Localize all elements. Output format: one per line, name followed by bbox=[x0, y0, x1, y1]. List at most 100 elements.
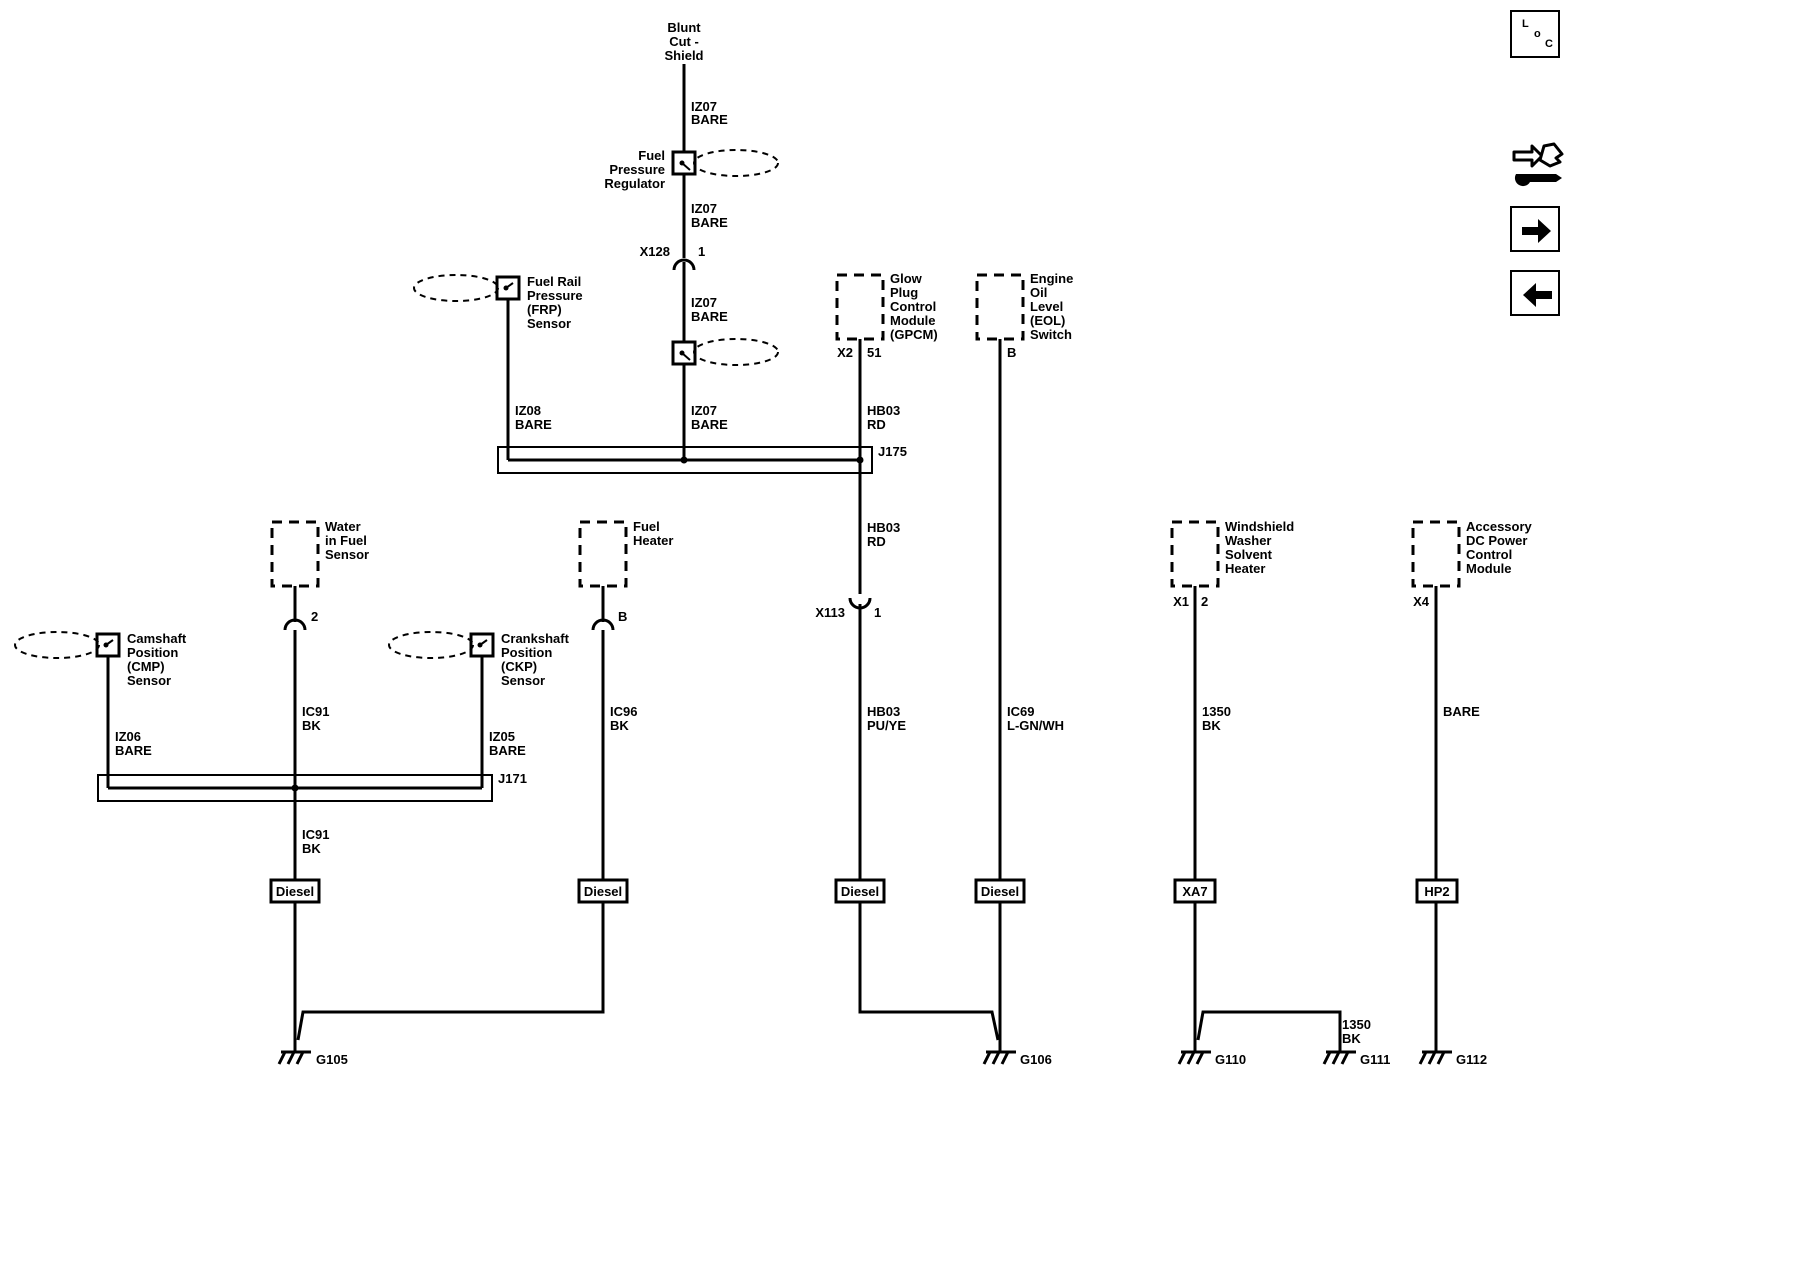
svg-text:HB03: HB03 bbox=[867, 403, 900, 418]
svg-text:DC Power: DC Power bbox=[1466, 533, 1527, 548]
svg-text:J175: J175 bbox=[878, 444, 907, 459]
svg-text:Engine: Engine bbox=[1030, 271, 1073, 286]
svg-text:J171: J171 bbox=[498, 771, 527, 786]
connector-x113: X113 1 bbox=[815, 597, 881, 620]
splice-pack-j171: J171 bbox=[97, 771, 527, 802]
splice-pack-j175: J175 bbox=[497, 444, 907, 474]
svg-text:1350: 1350 bbox=[1202, 704, 1231, 719]
svg-text:Washer: Washer bbox=[1225, 533, 1271, 548]
fuel-pressure-regulator-label: Fuel Pressure Regulator bbox=[604, 148, 665, 191]
svg-text:IZ05: IZ05 bbox=[489, 729, 515, 744]
fuel-heater-label: Fuel Heater bbox=[633, 519, 673, 548]
svg-text:Camshaft: Camshaft bbox=[127, 631, 187, 646]
camshaft-position-sensor-label: Camshaft Position (CMP) Sensor bbox=[127, 631, 187, 688]
glow-plug-control-module bbox=[835, 273, 885, 341]
svg-text:Sensor: Sensor bbox=[527, 316, 571, 331]
svg-text:Glow: Glow bbox=[890, 271, 923, 286]
wire-label-ic91-a: IC91 BK bbox=[302, 704, 329, 733]
wire-label-bare: BARE bbox=[1443, 704, 1480, 719]
svg-text:(CMP): (CMP) bbox=[127, 659, 165, 674]
water-in-fuel-sensor-label: Water in Fuel Sensor bbox=[325, 519, 369, 562]
windshield-washer-solvent-heater-label: Windshield Washer Solvent Heater bbox=[1225, 519, 1294, 576]
svg-text:Regulator: Regulator bbox=[604, 176, 665, 191]
svg-text:IC91: IC91 bbox=[302, 827, 329, 842]
wire-label-iz07-b: IZ07 BARE bbox=[691, 201, 728, 230]
svg-text:Crankshaft: Crankshaft bbox=[501, 631, 570, 646]
accessory-dc-power-control-module-label: Accessory DC Power Control Module bbox=[1466, 519, 1533, 576]
wwh-connector-label: X1 bbox=[1173, 594, 1189, 609]
ground-wires-g105 bbox=[293, 902, 605, 1041]
wrench-arrow-icon[interactable] bbox=[1510, 138, 1564, 194]
svg-text:Fuel: Fuel bbox=[638, 148, 665, 163]
windshield-washer-solvent-heater bbox=[1170, 520, 1220, 588]
svg-text:Position: Position bbox=[501, 645, 552, 660]
glow-plug-control-module-label: Glow Plug Control Module (GPCM) bbox=[890, 271, 938, 342]
svg-text:RD: RD bbox=[867, 534, 886, 549]
component-locator-icon[interactable]: L o C bbox=[1510, 10, 1560, 58]
svg-text:1: 1 bbox=[698, 244, 705, 259]
wire-label-iz06: IZ06 BARE bbox=[115, 729, 152, 758]
wire-label-ic69: IC69 L-GN/WH bbox=[1007, 704, 1064, 733]
svg-text:Control: Control bbox=[1466, 547, 1512, 562]
svg-text:BARE: BARE bbox=[691, 215, 728, 230]
svg-text:Cut -: Cut - bbox=[669, 34, 699, 49]
svg-text:HB03: HB03 bbox=[867, 520, 900, 535]
option-box-hp2: HP2 bbox=[1415, 878, 1459, 904]
svg-text:Position: Position bbox=[127, 645, 178, 660]
svg-text:Diesel: Diesel bbox=[276, 884, 314, 899]
svg-text:G105: G105 bbox=[316, 1052, 348, 1067]
gpcm-connector-label: X2 bbox=[837, 345, 853, 360]
svg-text:Accessory: Accessory bbox=[1466, 519, 1533, 534]
shield-label: Blunt Cut - Shield bbox=[664, 20, 703, 63]
svg-text:G110: G110 bbox=[1215, 1052, 1246, 1067]
svg-text:IZ08: IZ08 bbox=[515, 403, 541, 418]
svg-text:X128: X128 bbox=[640, 244, 670, 259]
svg-text:(EOL): (EOL) bbox=[1030, 313, 1065, 328]
svg-text:Heater: Heater bbox=[633, 533, 673, 548]
option-box-diesel-1: Diesel bbox=[269, 878, 321, 904]
crankshaft-position-sensor-label: Crankshaft Position (CKP) Sensor bbox=[501, 631, 570, 688]
svg-text:Oil: Oil bbox=[1030, 285, 1047, 300]
svg-text:Shield: Shield bbox=[664, 48, 703, 63]
option-box-xa7: XA7 bbox=[1173, 878, 1217, 904]
svg-text:Solvent: Solvent bbox=[1225, 547, 1273, 562]
svg-text:Fuel: Fuel bbox=[633, 519, 660, 534]
fuel-rail-pressure-sensor-label: Fuel Rail Pressure (FRP) Sensor bbox=[527, 274, 583, 331]
svg-text:IZ06: IZ06 bbox=[115, 729, 141, 744]
wire-label-iz07-d: IZ07 BARE bbox=[691, 403, 728, 432]
svg-text:BARE: BARE bbox=[515, 417, 552, 432]
svg-text:(FRP): (FRP) bbox=[527, 302, 562, 317]
ground-g111: G111 bbox=[1322, 1040, 1390, 1067]
svg-text:L-GN/WH: L-GN/WH bbox=[1007, 718, 1064, 733]
svg-text:Sensor: Sensor bbox=[325, 547, 369, 562]
wwh-pin-label: 2 bbox=[1201, 594, 1208, 609]
wire-label-ic91-b: IC91 BK bbox=[302, 827, 329, 856]
ground-wires-g110-g111 bbox=[1193, 902, 1342, 1041]
svg-text:BK: BK bbox=[1202, 718, 1221, 733]
camshaft-position-sensor bbox=[14, 631, 121, 659]
svg-text:Switch: Switch bbox=[1030, 327, 1072, 342]
wire-label-1350-b: 1350 BK bbox=[1342, 1017, 1371, 1046]
accessory-dc-power-control-module bbox=[1411, 520, 1461, 588]
water-in-fuel-sensor bbox=[270, 520, 320, 588]
svg-text:IZ07: IZ07 bbox=[691, 403, 717, 418]
wire-label-hb03-rd-b: HB03 RD bbox=[867, 520, 900, 549]
next-page-icon[interactable] bbox=[1510, 206, 1560, 252]
svg-text:Module: Module bbox=[1466, 561, 1512, 576]
wiring-schematic: Blunt Cut - Shield IZ07 BARE Fuel Pressu… bbox=[14, 20, 1533, 1067]
option-box-diesel-3: Diesel bbox=[834, 878, 886, 904]
svg-text:G112: G112 bbox=[1456, 1052, 1487, 1067]
svg-text:IC91: IC91 bbox=[302, 704, 329, 719]
svg-text:HP2: HP2 bbox=[1424, 884, 1449, 899]
wire-label-hb03-puye: HB03 PU/YE bbox=[867, 704, 906, 733]
svg-text:Diesel: Diesel bbox=[584, 884, 622, 899]
wire-label-iz07-a: IZ07 BARE bbox=[691, 99, 728, 127]
svg-text:IZ07: IZ07 bbox=[691, 201, 717, 216]
svg-text:Water: Water bbox=[325, 519, 361, 534]
svg-text:BARE: BARE bbox=[489, 743, 526, 758]
previous-page-icon[interactable] bbox=[1510, 270, 1560, 316]
svg-text:Heater: Heater bbox=[1225, 561, 1265, 576]
svg-text:HB03: HB03 bbox=[867, 704, 900, 719]
wire-label-iz07-c: IZ07 BARE bbox=[691, 295, 728, 324]
svg-text:Diesel: Diesel bbox=[841, 884, 879, 899]
